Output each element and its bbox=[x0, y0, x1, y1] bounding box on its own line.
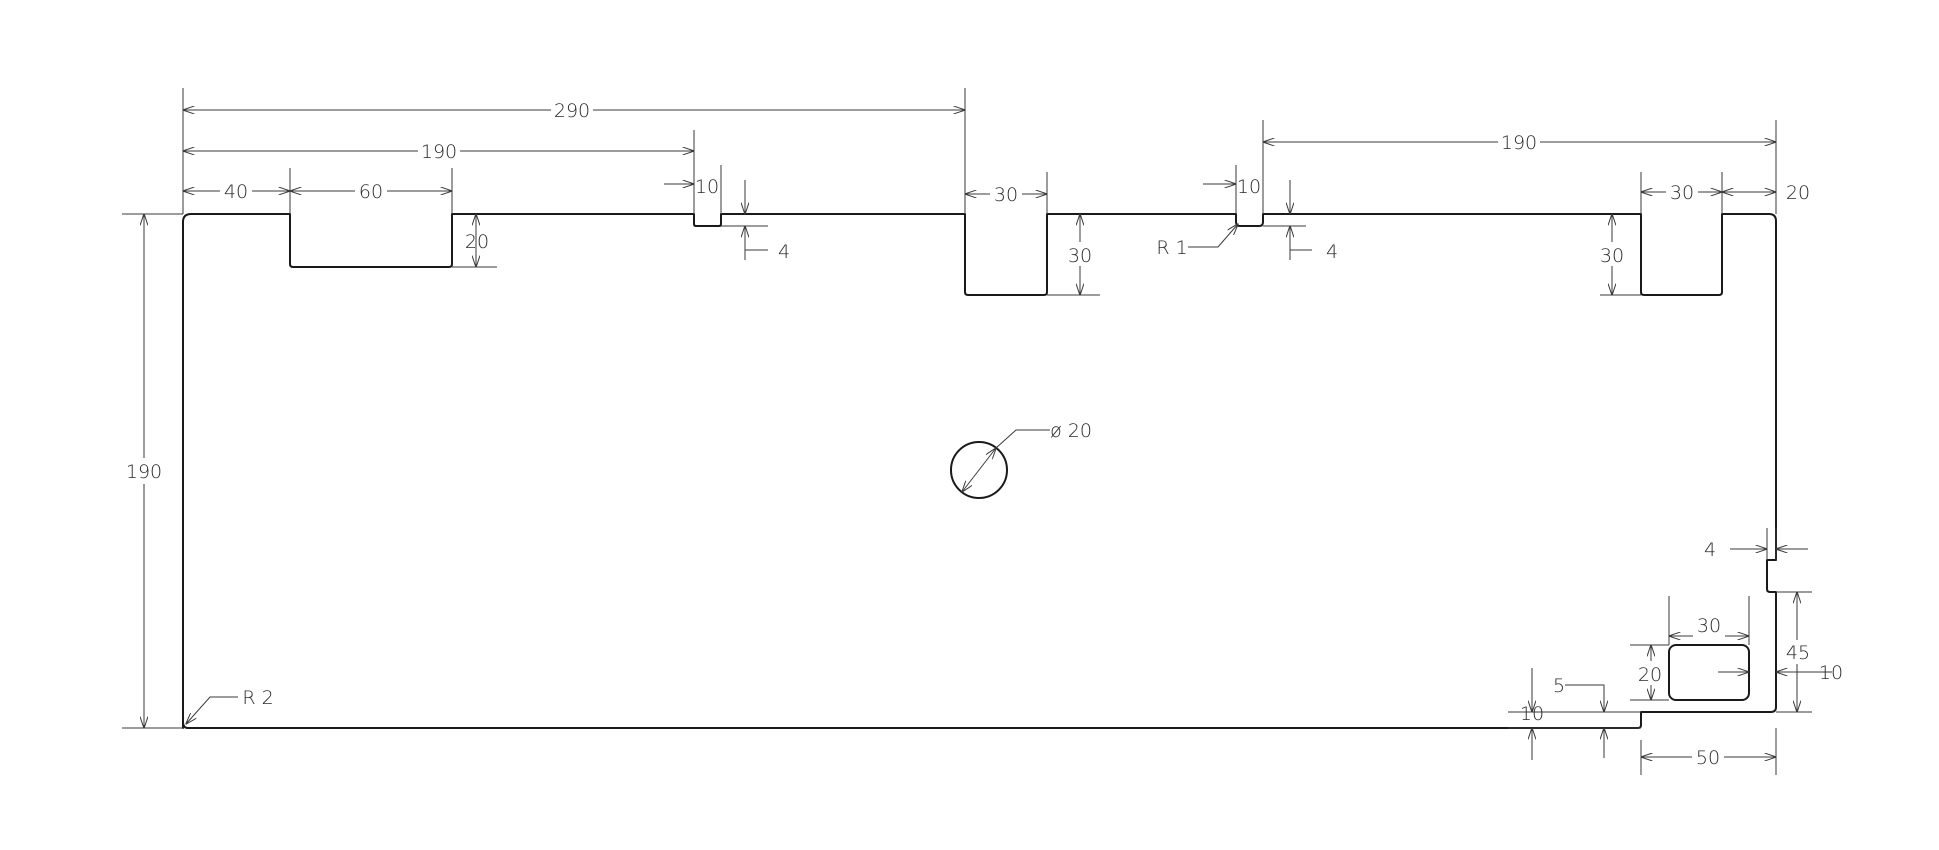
dim-10-bottom: 10 bbox=[1520, 703, 1544, 725]
dim-10-slot-right: 10 bbox=[1237, 176, 1261, 198]
dim-30-notch-b-width: 30 bbox=[1670, 182, 1694, 204]
dim-45: 45 bbox=[1786, 642, 1810, 664]
dim-30-notch-b-depth: 30 bbox=[1600, 245, 1624, 267]
label-radius-2: R 2 bbox=[242, 687, 273, 709]
dim-20-edge-right: 20 bbox=[1786, 182, 1810, 204]
dim-50: 50 bbox=[1696, 747, 1720, 769]
dim-190-height: 190 bbox=[126, 461, 162, 483]
label-hole-diameter: ø 20 bbox=[1050, 420, 1092, 442]
dim-60: 60 bbox=[359, 181, 383, 203]
dim-10-right: 10 bbox=[1819, 662, 1843, 684]
dim-4-slot-right: 4 bbox=[1326, 241, 1338, 263]
dim-40: 40 bbox=[224, 181, 248, 203]
dimension-lines bbox=[144, 110, 1832, 760]
dim-20-rect-height: 20 bbox=[1638, 664, 1662, 686]
dim-30-notch-a-width: 30 bbox=[994, 184, 1018, 206]
hole-circle bbox=[950, 441, 1008, 499]
dim-190-right: 190 bbox=[1501, 132, 1537, 154]
label-radius-1: R 1 bbox=[1156, 237, 1187, 259]
dim-30-notch-a-depth: 30 bbox=[1068, 245, 1092, 267]
part-outline bbox=[182, 213, 1777, 729]
dim-20-notch-depth: 20 bbox=[465, 231, 489, 253]
dim-5: 5 bbox=[1553, 675, 1565, 697]
dim-10-slot-left: 10 bbox=[695, 176, 719, 198]
dim-190-left: 190 bbox=[421, 141, 457, 163]
extension-lines bbox=[122, 88, 1812, 775]
dim-4-step-right: 4 bbox=[1704, 539, 1716, 561]
dim-30-rect-width: 30 bbox=[1697, 615, 1721, 637]
dim-4-slot-left: 4 bbox=[778, 241, 790, 263]
dim-290: 290 bbox=[554, 100, 590, 122]
dimension-labels: 290 190 190 40 60 20 10 4 30 30 10 R 1 4… bbox=[126, 98, 1843, 769]
